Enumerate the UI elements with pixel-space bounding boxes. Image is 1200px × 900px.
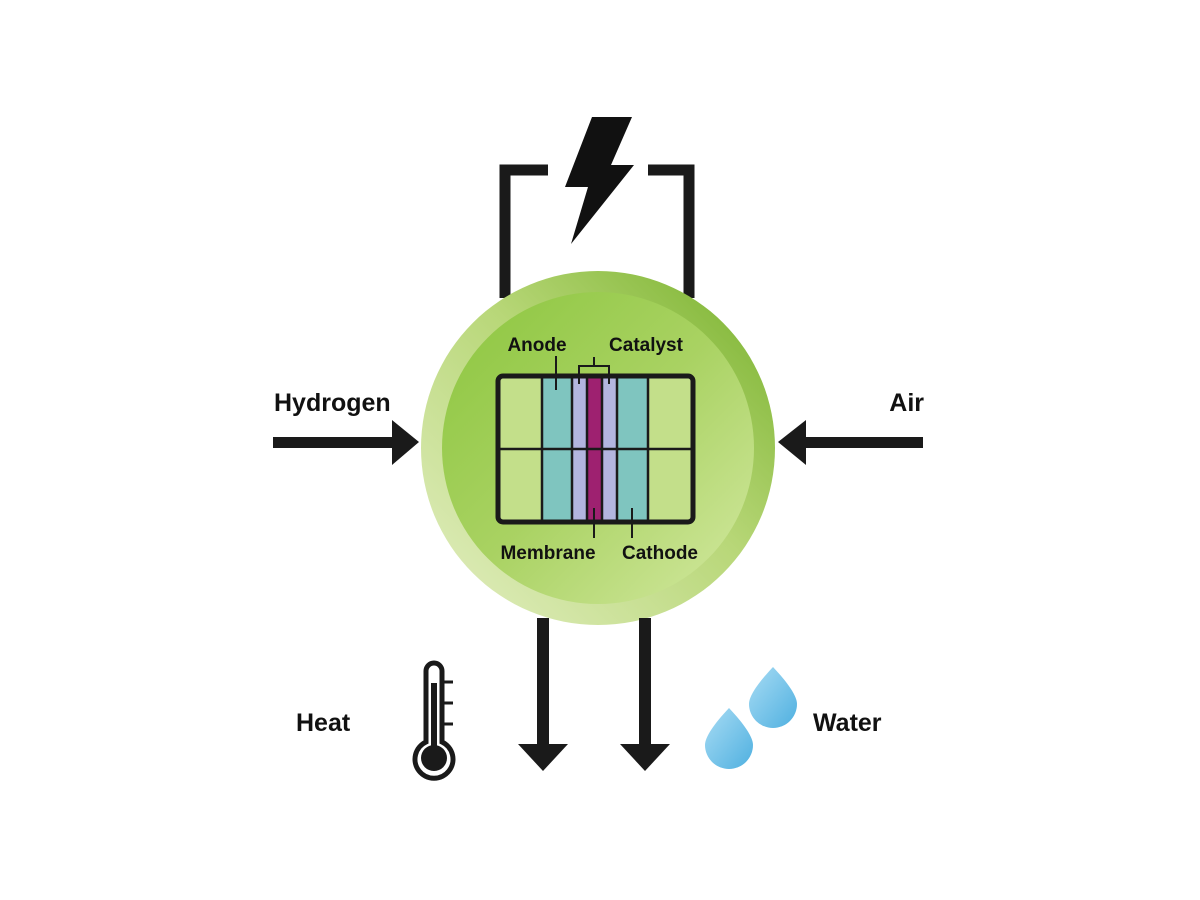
water-drops-icon [705, 667, 797, 769]
heat-outlet-arrow [518, 618, 568, 771]
thermometer-icon [412, 660, 456, 781]
heat-label: Heat [296, 709, 351, 737]
hydrogen-label: Hydrogen [274, 389, 391, 417]
label-leaders [555, 356, 633, 538]
external-circuit [499, 164, 695, 298]
catalyst-label: Catalyst [609, 335, 684, 356]
water-label: Water [813, 709, 882, 737]
membrane-label: Membrane [500, 543, 595, 564]
cell-stack [495, 373, 696, 525]
air-label: Air [889, 389, 924, 417]
cathode-label: Cathode [622, 543, 698, 564]
cell-frame [495, 373, 696, 525]
hydrogen-inlet-arrow [273, 420, 419, 465]
water-outlet-arrow [620, 618, 670, 771]
anode-label: Anode [507, 335, 566, 356]
air-inlet-arrow [778, 420, 923, 465]
lightning-bolt-icon [565, 117, 634, 244]
fuel-cell: Anode Catalyst Membrane Cathode [421, 271, 775, 625]
